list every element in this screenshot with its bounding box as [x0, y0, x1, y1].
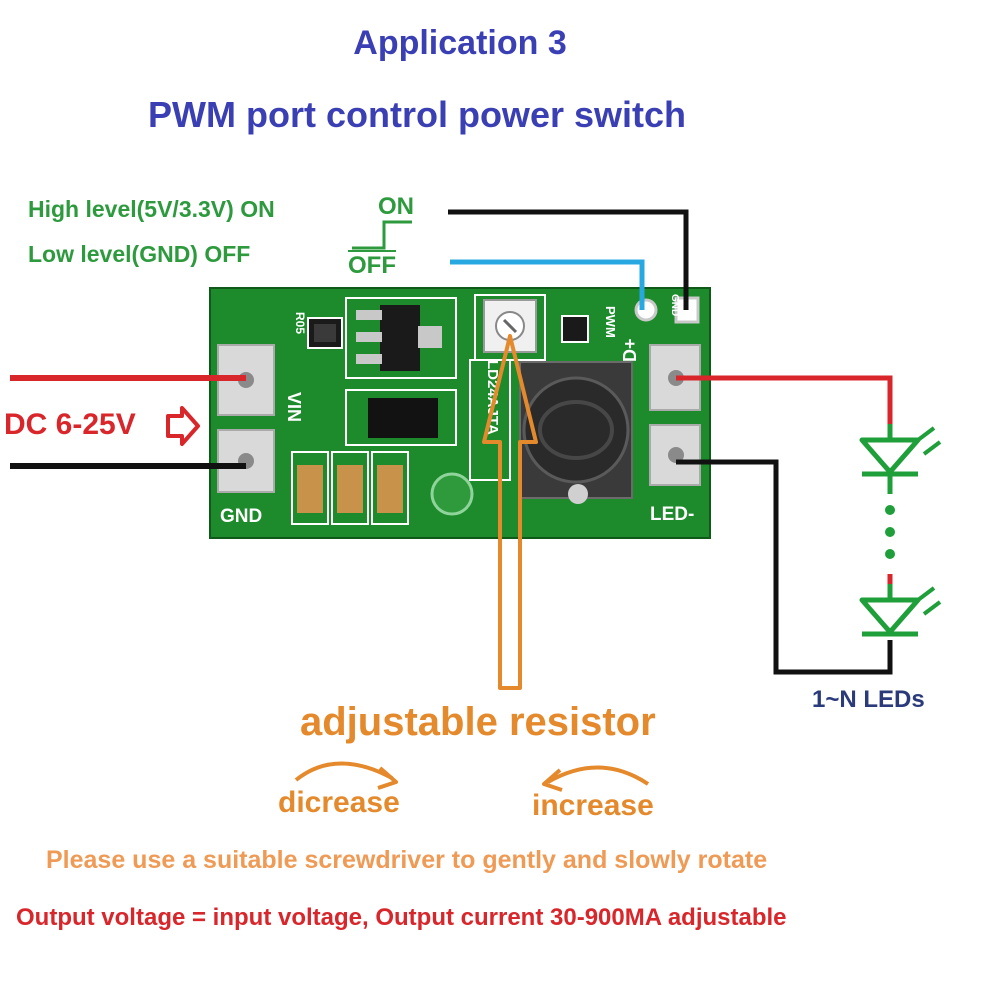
decrease-label: dicrease	[278, 786, 400, 819]
mounting-hole	[430, 472, 474, 516]
inductor	[522, 376, 630, 484]
input-voltage-label: DC 6-25V	[4, 408, 136, 441]
input-arrow-icon	[166, 406, 200, 446]
pcb-board: VIN GND LED- D+ PWM GND LD24AJTA R05	[209, 287, 711, 539]
adjustable-resistor-label: adjustable resistor	[300, 700, 656, 744]
page-subtitle: PWM port control power switch	[148, 94, 686, 135]
increase-arrow-icon	[547, 765, 650, 786]
pwm-hole	[634, 298, 658, 322]
on-label: ON	[378, 193, 414, 220]
pin-vin-label: VIN	[284, 392, 304, 422]
leds-label: 1~N LEDs	[812, 686, 925, 713]
pin-dplus-label: D+	[620, 338, 640, 362]
page-title: Application 3	[353, 24, 567, 62]
decrease-arrow-icon	[294, 761, 393, 782]
low-level-label: Low level(GND) OFF	[28, 241, 251, 267]
res-label: R05	[293, 312, 307, 334]
diode	[368, 398, 438, 438]
pin-gnd-label: GND	[220, 506, 262, 527]
capacitors	[291, 451, 409, 525]
led-positive-wire	[676, 375, 893, 430]
led-negative-wire	[676, 459, 893, 675]
pin-led-minus-label: LED-	[650, 504, 694, 525]
chip-label: LD24AJTA	[484, 360, 501, 435]
off-label: OFF	[348, 252, 396, 279]
led-chain-dots	[885, 505, 895, 559]
pointer-arrow-icon	[482, 334, 538, 690]
pin-pwm-label: PWM	[603, 306, 618, 338]
high-level-label: High level(5V/3.3V) ON	[28, 196, 275, 222]
off-signal-wire	[450, 259, 645, 310]
led-bottom-icon	[859, 574, 942, 637]
output-note: Output voltage = input voltage, Output c…	[16, 904, 787, 931]
regulator-chip	[380, 305, 420, 371]
screwdriver-note: Please use a suitable screwdriver to gen…	[46, 846, 768, 874]
on-signal-wire	[448, 209, 689, 310]
pin-gnd-small-label: GND	[669, 294, 680, 316]
led-top-icon	[859, 424, 942, 494]
increase-label: increase	[532, 789, 654, 822]
level-step-icon	[352, 220, 412, 250]
